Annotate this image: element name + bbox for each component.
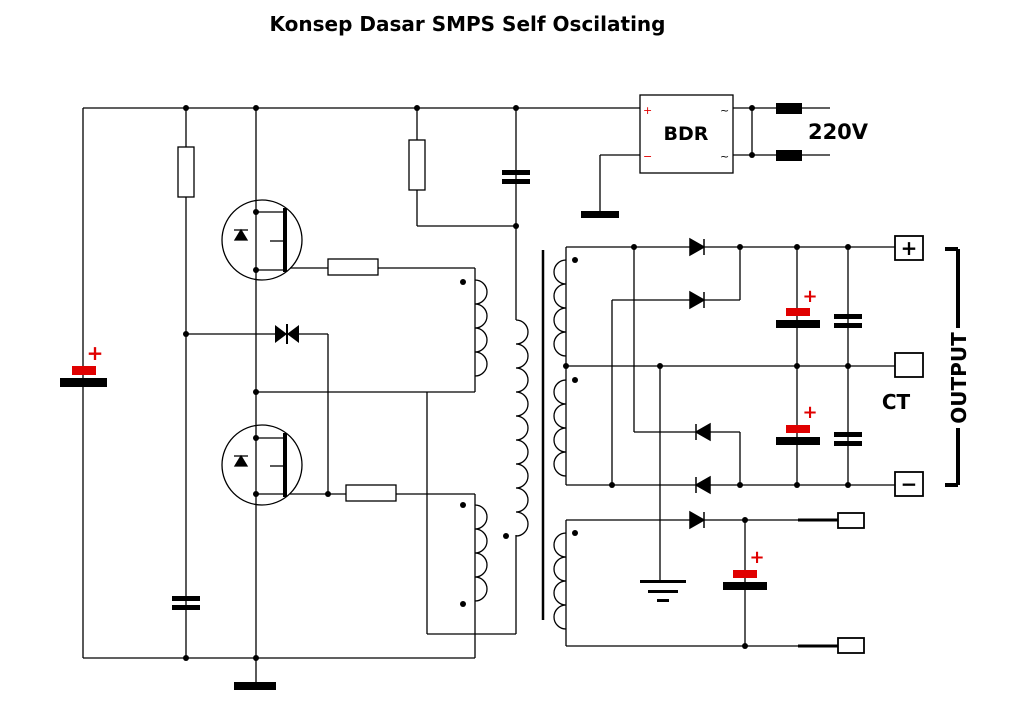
electrolytic-caps: + + + [723,286,820,590]
ct-label: CT [882,390,911,414]
output-label: OUTPUT [947,332,971,424]
mosfets [221,199,303,506]
battery: + [60,341,107,387]
terminal-minus [894,471,924,497]
svg-text:+: + [802,402,817,423]
resistors [177,139,426,502]
output-bracket [945,247,960,487]
diodes [689,237,711,530]
resistor-r2 [408,139,426,191]
bridge-rectifier: BDR + − ~ ~ [639,94,734,174]
mains-input: 220V [776,103,869,161]
grounds [234,211,686,690]
svg-text:~: ~ [720,150,729,163]
svg-text:−: − [643,150,652,163]
capacitors [172,170,862,610]
output-terminals [837,235,924,654]
bdr-label: BDR [664,123,709,145]
svg-text:+: + [749,547,764,568]
svg-text:+: + [643,104,652,117]
svg-text:~: ~ [720,104,729,117]
mosfet-lower [221,424,303,506]
diagram-title: Konsep Dasar SMPS Self Oscilating [269,12,666,36]
terminal-ct [894,352,924,378]
junction-dots [183,105,851,661]
svg-text:+: + [802,286,817,307]
mosfet-upper [221,199,303,281]
mains-label: 220V [808,120,869,144]
transformer [474,250,567,630]
minus-terminal-label: − [901,472,918,496]
wires [82,107,895,682]
resistor-r4 [345,484,397,502]
terminal-plus [894,235,924,261]
resistor-r1 [177,146,195,198]
diac [275,324,299,344]
battery-plus-mark: + [87,341,104,365]
plus-terminal-label: + [901,236,918,260]
resistor-r3 [327,258,379,276]
